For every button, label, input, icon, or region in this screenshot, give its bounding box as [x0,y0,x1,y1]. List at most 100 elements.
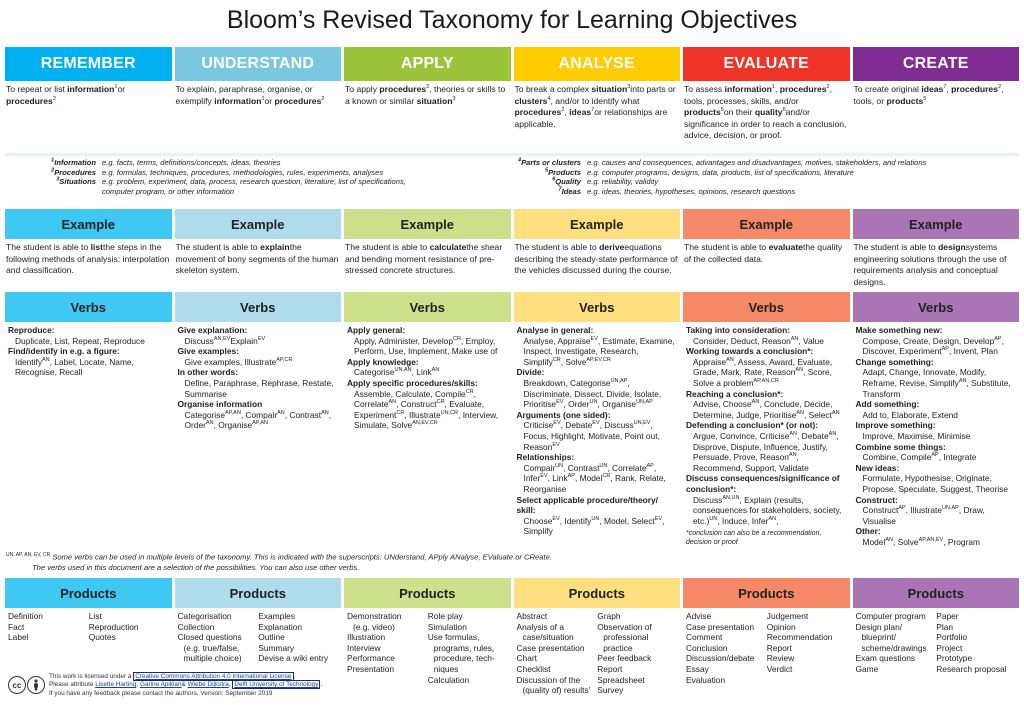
product-item: Abstract [516,611,548,621]
text-segment: , Focus, Highlight, Motivate, Point out,… [523,420,660,452]
legend-term-text: Quality [555,177,581,187]
license-link[interactable]: Creative Commons Attribution 4.0 Interna… [133,672,294,681]
text-segment: , Discuss [599,420,634,431]
product-item: (e.g. video) [353,621,395,632]
product-item: procedure, tech- [433,653,495,664]
product-item: multiple choice) [183,653,242,664]
text-segment: Compair [523,462,556,473]
verb-items: CategoriseUN,AN, LinkAN [347,367,509,378]
product-item: Judgement [766,611,809,621]
author-link-1[interactable]: Lisette Harting [95,681,137,689]
product-item: Spreadsheet [597,674,645,685]
text-segment: The student is able to [345,242,430,252]
text-segment: Argue, Convince, Criticise [693,430,790,441]
verb-group-label: Divide: [516,367,545,378]
text-segment: Breakdown, Categorise [523,377,611,388]
footnote-number: 7 [558,186,562,193]
key-term: procedures [514,107,562,117]
level-description: To explain, paraphrase, organise, or exe… [175,81,342,107]
product-item: Game [855,663,879,674]
superscript-tag: 2 [997,84,1002,91]
superscript-tag: AN [431,367,440,374]
text-segment: Improve, Maximise, Minimise [862,430,971,441]
text-segment: , Infer [523,462,657,484]
superscript-tag: UN [591,515,600,522]
legend-definition: e.g. ideas, theories, hypotheses, opinio… [587,186,796,196]
superscript-tag: CR [465,388,474,395]
legend-term: 4Parts or clusters [512,158,587,168]
verbs-footnote: *conclusion can also be a recommendation… [686,530,822,546]
text-segment: , Illustrate [404,409,441,420]
verb-group-label: Combine some things: [855,441,946,452]
verbs-list: Apply general:Apply, Administer, Develop… [344,322,511,431]
superscript-tag: AN [388,399,397,406]
superscript-tag: AN [751,399,760,406]
superscript-tag: AP,AN,EV [918,537,944,544]
product-item: Explanation [258,621,303,632]
author-link-2[interactable]: Garine Apiklan [139,681,182,689]
text-segment: , and/or to identify what [550,95,640,106]
superscript-tag: AP [567,473,575,480]
text-segment: , Contrast [284,409,322,420]
key-term: ideas [569,107,592,117]
verb-group-label: Other: [855,526,881,537]
product-item: (e.g. true/false, [183,642,240,653]
verb-group-label: Arguments (one sided): [516,409,611,420]
text-segment: the shear and bending moment resistance … [345,242,503,275]
institution-link[interactable]: Delft University of Technology [232,680,321,690]
text-segment: , Model, Select [599,515,655,526]
verb-group-label: Change something: [855,356,934,367]
separator: & [181,681,188,689]
text-segment: Adapt, Change, Innovate, Modify, Reframe… [862,367,987,388]
verb-group-label: Give examples: [177,346,239,357]
verbs-header: Verbs [174,292,341,322]
key-term: procedures [6,95,53,106]
text-segment: Combine, Compile [862,452,932,463]
legend-term: 6Quality [512,177,587,187]
text-segment: , Compair [240,409,278,420]
text-segment: the movement of bony segments of the hum… [175,242,339,275]
verb-items: Analyse, AppraiseEV, Estimate, Examine, … [517,336,679,368]
text-segment: , Conclude, Decide, Determine, Judge, Pr… [693,399,833,420]
superscript-tag: 5 [720,107,724,114]
text-segment: Construct [862,505,899,516]
verb-items: Combine, CompileAP, Integrate [856,452,1018,463]
legend-term-text: Ideas [561,186,581,196]
product-item: Quotes [88,632,116,643]
example-header: Example [174,209,341,239]
text-segment: Explain [230,335,258,346]
verb-items: Apply, Administer, DevelopCR, Employ, Pe… [347,336,509,357]
level-description: To create original ideas7, procedures2, … [853,81,1020,107]
text-segment: , Order [563,399,590,410]
product-item: scheme/drawings [861,642,927,653]
superscript-tag: EV [540,473,548,480]
license-text: This work is licensed under a Creative C… [49,672,322,698]
example-header: Example [852,209,1019,239]
verbs-list: Taking into consideration:Consider, Dedu… [683,322,850,547]
text-segment: , theories or skills to a known or simil… [345,84,506,106]
superscript-tag: 4 [547,95,551,102]
verb-group-label: Taking into consideration: [686,325,791,335]
product-item: Fact [8,621,25,632]
superscript-tag: CR [552,356,561,363]
author-link-3[interactable]: Wiebe Dijkstra [187,681,229,689]
product-item: Recommendation [766,632,833,643]
level-header-evaluate: EVALUATE [683,47,850,81]
key-term: procedures [379,84,427,94]
key-term: derive [599,242,625,252]
product-item: Plan [936,621,954,632]
example-text: The student is able to calculatethe shea… [344,239,511,277]
